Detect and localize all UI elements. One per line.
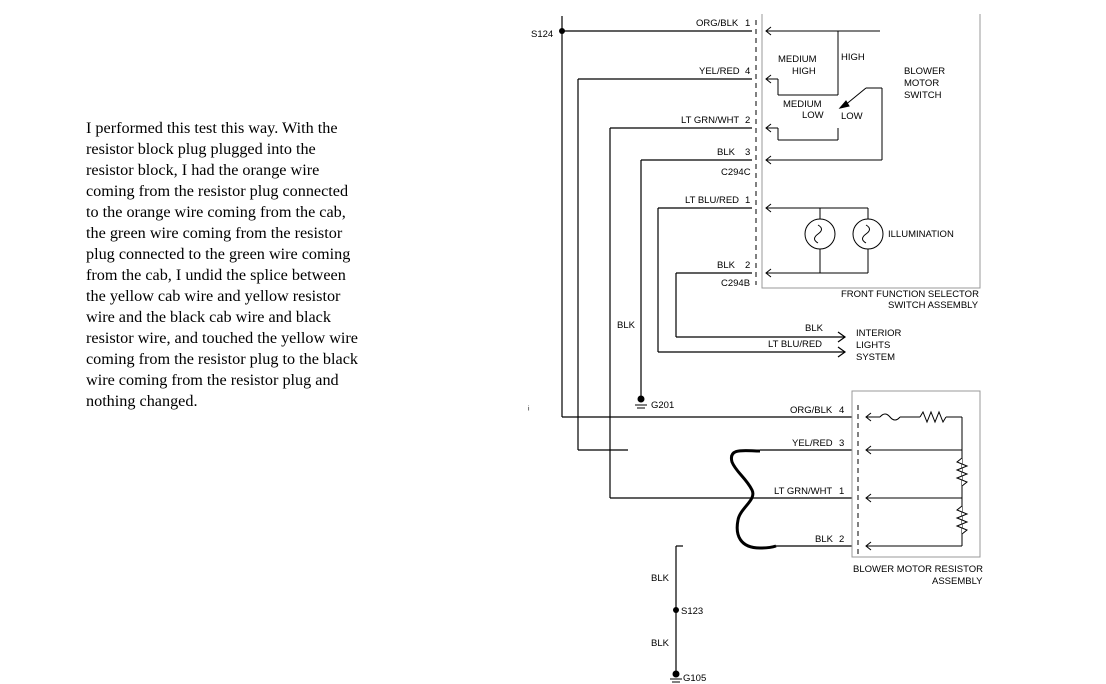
pin-lt-grn-wht: 2 bbox=[745, 115, 750, 126]
stray-mark: ᵢ bbox=[528, 402, 530, 413]
label-lt-grn-wht: LT GRN/WHT bbox=[681, 115, 739, 126]
connector-c294c: C294C bbox=[721, 167, 751, 178]
label-r-yel-red: YEL/RED bbox=[792, 438, 833, 449]
label-lt-blu-red: LT BLU/RED bbox=[685, 195, 739, 206]
label-lower-blk-1: BLK bbox=[651, 573, 670, 584]
pin-lt-blu-red: 1 bbox=[745, 195, 750, 206]
splice-s123-dot bbox=[673, 607, 679, 613]
pin-org-blk: 1 bbox=[745, 18, 750, 29]
pin-blk-3: 3 bbox=[745, 147, 750, 158]
pin-r-yel-red: 3 bbox=[839, 438, 844, 449]
label-r-blk: BLK bbox=[815, 534, 834, 545]
label-resistor-2: ASSEMBLY bbox=[932, 576, 983, 587]
label-blk-3: BLK bbox=[717, 147, 736, 158]
label-resistor-1: BLOWER MOTOR RESISTOR bbox=[853, 564, 983, 575]
switch-assembly-outline bbox=[761, 14, 981, 289]
splice-s124-dot bbox=[559, 28, 565, 34]
pin-r-blk: 2 bbox=[839, 534, 844, 545]
resistor-assembly bbox=[851, 390, 981, 558]
pin-blk-2: 2 bbox=[745, 260, 750, 271]
label-medium-high-1: MEDIUM bbox=[778, 54, 817, 65]
splice-s123: S123 bbox=[681, 606, 703, 617]
label-int-lt-blu-red: LT BLU/RED bbox=[768, 339, 822, 350]
pin-r-lt-grn-wht: 1 bbox=[839, 486, 844, 497]
label-blower-2: MOTOR bbox=[904, 78, 939, 89]
label-blk-vertical: BLK bbox=[617, 320, 636, 331]
label-medium-low-2: LOW bbox=[802, 110, 824, 121]
label-r-org-blk: ORG/BLK bbox=[790, 405, 833, 416]
label-illumination: ILLUMINATION bbox=[888, 229, 954, 240]
label-high: HIGH bbox=[841, 52, 865, 63]
label-interior-2: LIGHTS bbox=[856, 340, 890, 351]
label-assembly-2: SWITCH ASSEMBLY bbox=[888, 300, 979, 311]
label-blower-1: BLOWER bbox=[904, 66, 945, 77]
label-medium-low-1: MEDIUM bbox=[783, 99, 822, 110]
label-interior-1: INTERIOR bbox=[856, 328, 902, 339]
ground-g105: G105 bbox=[683, 673, 706, 684]
label-interior-3: SYSTEM bbox=[856, 352, 895, 363]
ground-g201-symbol bbox=[635, 395, 647, 409]
label-assembly-1: FRONT FUNCTION SELECTOR bbox=[841, 289, 979, 300]
connector-c294b: C294B bbox=[721, 278, 750, 289]
pin-r-org-blk: 4 bbox=[839, 405, 844, 416]
illumination-bulbs bbox=[804, 207, 884, 273]
label-yel-red: YEL/RED bbox=[699, 66, 740, 77]
label-lower-blk-2: BLK bbox=[651, 638, 670, 649]
label-blower-3: SWITCH bbox=[904, 90, 942, 101]
splice-s124: S124 bbox=[531, 29, 553, 40]
label-low: LOW bbox=[841, 111, 863, 122]
pin-yel-red: 4 bbox=[745, 66, 750, 77]
ground-g105-symbol bbox=[670, 670, 682, 683]
label-r-lt-grn-wht: LT GRN/WHT bbox=[774, 486, 832, 497]
label-int-blk: BLK bbox=[805, 323, 824, 334]
explanation-text: I performed this test this way. With the… bbox=[86, 119, 358, 410]
label-blk-2: BLK bbox=[717, 260, 736, 271]
label-medium-high-2: HIGH bbox=[792, 66, 816, 77]
ground-g201: G201 bbox=[651, 400, 674, 411]
label-org-blk: ORG/BLK bbox=[696, 18, 739, 29]
hand-drawn-jumper bbox=[729, 449, 777, 550]
